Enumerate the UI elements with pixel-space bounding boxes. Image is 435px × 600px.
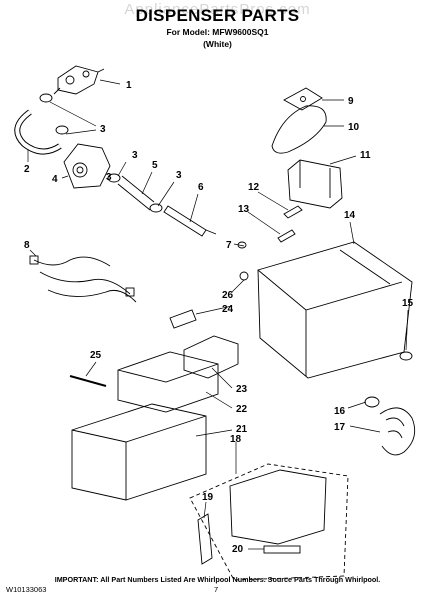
- callout-labels: 1 2 3 3 3 3 4 5 6 7 8 9 10 11 12 13 14 1…: [24, 80, 414, 555]
- part-13-spring: [277, 229, 296, 243]
- callout-19: 19: [202, 492, 214, 503]
- callout-3d: 3: [106, 172, 112, 183]
- callout-15: 15: [402, 298, 414, 309]
- part-26-screw: [239, 271, 249, 281]
- callout-20: 20: [232, 544, 244, 555]
- part-24-clip: [169, 309, 197, 329]
- part-3-clamps: [39, 93, 163, 213]
- callout-22: 22: [236, 404, 248, 415]
- part-25-pin: [69, 375, 107, 387]
- callout-6: 6: [198, 182, 204, 193]
- part-16-ring: [364, 396, 380, 408]
- callout-9: 9: [348, 96, 354, 107]
- callout-11: 11: [360, 150, 371, 161]
- callout-25: 25: [90, 350, 102, 361]
- document-id: W10133063: [6, 585, 47, 594]
- part-21-main-drawer: [71, 403, 207, 501]
- callout-16: 16: [334, 406, 346, 417]
- model-line: For Model: MFW9600SQ1: [166, 27, 269, 37]
- footer-note: IMPORTANT: All Part Numbers Listed Are W…: [54, 575, 381, 584]
- color-line: (White): [203, 39, 232, 49]
- part-12-bracket: [283, 205, 303, 219]
- part-10-seal: [271, 105, 327, 154]
- page-number: 7: [214, 585, 219, 594]
- watermark: AppliancePartsPros.com: [124, 1, 311, 18]
- callout-8: 8: [24, 240, 30, 251]
- callout-3c: 3: [176, 170, 182, 181]
- leader-lines: [27, 79, 409, 550]
- page-title: DISPENSER PARTS: [135, 6, 300, 25]
- callout-1: 1: [126, 80, 132, 91]
- part-2-hose: [14, 109, 62, 155]
- callout-2: 2: [24, 164, 30, 175]
- callout-18: 18: [230, 434, 242, 445]
- callout-13: 13: [238, 204, 250, 215]
- part-15-bolt: [399, 351, 413, 361]
- callout-5: 5: [152, 160, 158, 171]
- part-14-dispenser-housing: [257, 241, 413, 379]
- part-23-box: [183, 335, 239, 379]
- callout-3b: 3: [132, 150, 138, 161]
- part-22-tray: [117, 351, 219, 413]
- callout-4: 4: [52, 174, 58, 185]
- callout-12: 12: [248, 182, 260, 193]
- part-19-cap-piece: [197, 513, 213, 565]
- part-4-housing: [63, 143, 111, 189]
- callout-3a: 3: [100, 124, 106, 135]
- part-8-harness: [29, 255, 137, 303]
- callout-7: 7: [226, 240, 232, 251]
- part-1-valve: [53, 65, 105, 95]
- part-18-drawer-assembly: [189, 463, 349, 581]
- part-6-nozzle: [163, 205, 217, 237]
- part-20-strip: [263, 545, 301, 554]
- callout-17: 17: [334, 422, 346, 433]
- callout-10: 10: [348, 122, 360, 133]
- callout-26: 26: [222, 290, 234, 301]
- callout-23: 23: [236, 384, 248, 395]
- part-9-cap: [283, 87, 323, 111]
- part-5-tube: [117, 175, 155, 211]
- part-17-bellows: [379, 407, 416, 456]
- callout-21: 21: [236, 424, 248, 435]
- callout-24: 24: [222, 304, 234, 315]
- part-11-motor: [287, 159, 343, 209]
- callout-14: 14: [344, 210, 356, 221]
